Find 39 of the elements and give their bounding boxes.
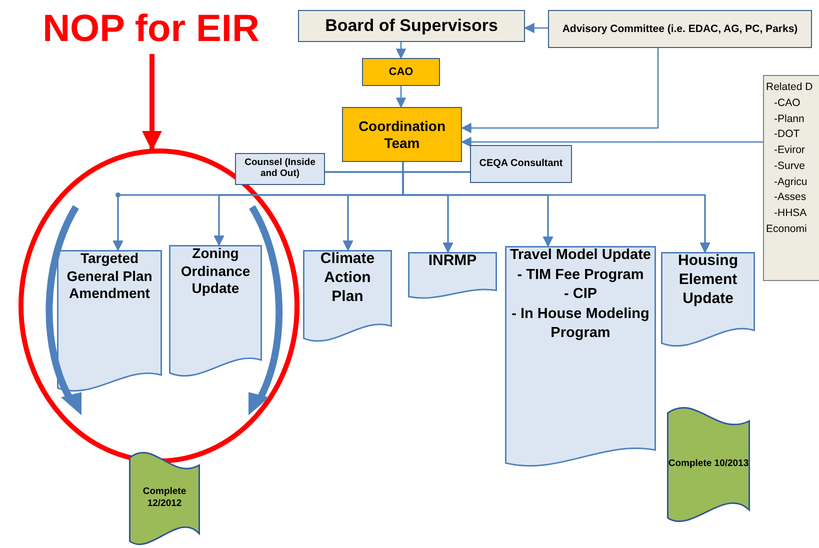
node-label: - CIP <box>562 285 598 304</box>
node-label: - TIM Fee Program <box>516 266 645 285</box>
flag-shape <box>667 405 750 522</box>
list-item: -Eviror <box>773 143 805 158</box>
document-shape <box>303 250 392 345</box>
list-item: -Asses <box>773 190 806 206</box>
list-item: -Agricu <box>773 174 808 190</box>
arrow <box>396 86 406 108</box>
node-label: Complete 10/2013 <box>668 458 749 470</box>
node-label: Travel Model Update <box>508 246 652 265</box>
arrow <box>142 54 162 151</box>
list-heading: Related D <box>766 80 813 95</box>
annotation-text: NOP for EIR <box>10 4 292 54</box>
list-item: -DOT <box>773 127 800 142</box>
process-box: CAO <box>362 58 440 86</box>
arrow <box>396 42 406 60</box>
node-label: INRMP <box>427 252 478 271</box>
list-box <box>763 75 819 281</box>
node-label: Housing Element Update <box>677 252 739 308</box>
process-box: CEQA Consultant <box>470 145 572 183</box>
process-box: Advisory Committee (i.e. EDAC, AG, PC, Parks) <box>548 10 812 48</box>
arrow <box>460 48 659 134</box>
list-item: -CAO <box>773 96 800 111</box>
list-item: -Surve <box>773 158 805 174</box>
node-label: Zoning Ordinance Update <box>180 245 252 298</box>
document-shape <box>408 252 497 300</box>
process-box: Counsel (Inside and Out) <box>235 153 325 185</box>
list-item: Economi <box>766 222 807 237</box>
node-label: Targeted General Plan Amendment <box>66 250 154 302</box>
list-item: -Plann <box>773 112 804 126</box>
arrow <box>524 22 548 34</box>
list-item: -HHSA <box>773 206 807 221</box>
flag-shape <box>129 450 200 545</box>
node-label: Climate Action Plan <box>319 250 376 306</box>
process-box: Coordination Team <box>342 107 462 162</box>
node-label: Complete 12/2012 <box>142 486 188 510</box>
process-box: Board of Supervisors <box>298 10 525 42</box>
arrow <box>460 136 763 148</box>
node-label: - In House Modeling Program <box>510 304 650 344</box>
